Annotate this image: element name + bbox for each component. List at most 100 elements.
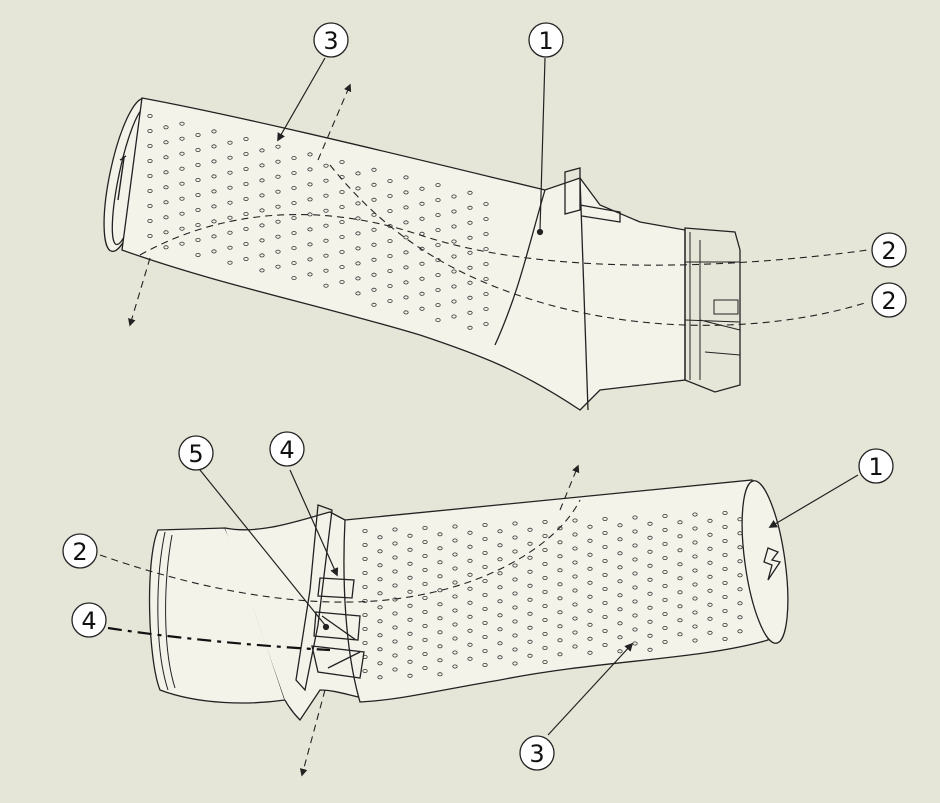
top-grip-tab	[564, 167, 621, 223]
perforation-dot	[291, 216, 297, 221]
perforation-dot	[307, 257, 313, 262]
perforation-dot	[617, 565, 623, 570]
perforation-dot	[617, 537, 623, 542]
perforation-dot	[243, 136, 249, 141]
perforation-dot	[422, 540, 428, 545]
perforation-dot	[163, 200, 169, 205]
perforation-dot	[275, 249, 281, 254]
callout-top-1: 1	[528, 22, 564, 58]
top-grip-collar	[684, 227, 741, 393]
perforation-dot	[632, 627, 638, 632]
perforation-dot	[419, 261, 425, 266]
perforation-dot	[179, 196, 185, 201]
perforation-dot	[587, 552, 593, 557]
perforation-dot	[512, 535, 518, 540]
perforation-dot	[437, 560, 443, 565]
perforation-dot	[243, 256, 249, 261]
perforation-dot	[707, 546, 713, 551]
perforation-dot	[617, 523, 623, 528]
perforation-dot	[692, 638, 698, 643]
perforation-dot	[467, 235, 473, 240]
perforation-dot	[403, 175, 409, 180]
perforation-dot	[339, 220, 345, 225]
perforation-dot	[483, 307, 489, 312]
perforation-dot	[467, 295, 473, 300]
top-grip	[103, 97, 741, 411]
perforation-dot	[737, 573, 743, 578]
perforation-dot	[467, 325, 473, 330]
perforation-dot	[419, 291, 425, 296]
perforation-dot	[362, 669, 368, 674]
perforation-dot	[392, 541, 398, 546]
perforation-dot	[323, 178, 329, 183]
perforation-dot	[632, 613, 638, 618]
perforation-dot	[632, 585, 638, 590]
perforation-dot	[527, 569, 533, 574]
perforation-dot	[451, 209, 457, 214]
perforation-dot	[602, 531, 608, 536]
perforation-dot	[572, 560, 578, 565]
perforation-dot	[323, 283, 329, 288]
perforation-dot	[707, 602, 713, 607]
perforation-dot	[527, 611, 533, 616]
perforation-dot	[371, 302, 377, 307]
perforation-dot	[451, 254, 457, 259]
perforation-dot	[195, 147, 201, 152]
perforation-dot	[512, 563, 518, 568]
perforation-dot	[275, 144, 281, 149]
perforation-dot	[617, 579, 623, 584]
perforation-dot	[195, 237, 201, 242]
perforation-dot	[355, 216, 361, 221]
callout-bottom-4b: 4	[269, 431, 305, 467]
perforation-dot	[467, 656, 473, 661]
perforation-dot	[371, 242, 377, 247]
perforation-dot	[467, 614, 473, 619]
perforation-dot	[483, 322, 489, 327]
perforation-dot	[527, 555, 533, 560]
perforation-dot	[339, 205, 345, 210]
perforation-dot	[602, 601, 608, 606]
perforation-dot	[377, 633, 383, 638]
perforation-dot	[602, 545, 608, 550]
callout-bottom-2: 2	[62, 533, 98, 569]
perforation-dot	[482, 537, 488, 542]
perforation-dot	[259, 178, 265, 183]
callout-top-2b: 2	[871, 282, 907, 318]
perforation-dot	[437, 546, 443, 551]
perforation-dot	[542, 604, 548, 609]
perforation-dot	[377, 647, 383, 652]
perforation-dot	[467, 558, 473, 563]
perforation-dot	[422, 568, 428, 573]
perforation-dot	[323, 268, 329, 273]
perforation-dot	[451, 194, 457, 199]
perforation-dot	[275, 189, 281, 194]
perforation-dot	[259, 148, 265, 153]
bottom-grip-dot-pattern	[362, 510, 743, 680]
perforation-dot	[291, 261, 297, 266]
perforation-dot	[557, 638, 563, 643]
perforation-dot	[392, 611, 398, 616]
perforation-dot	[512, 661, 518, 666]
perforation-dot	[291, 171, 297, 176]
perforation-dot	[355, 171, 361, 176]
perforation-dot	[482, 565, 488, 570]
perforation-dot	[227, 155, 233, 160]
perforation-dot	[355, 291, 361, 296]
perforation-dot	[677, 520, 683, 525]
perforation-dot	[243, 241, 249, 246]
perforation-dot	[243, 166, 249, 171]
top-grip-flange	[579, 177, 589, 411]
perforation-dot	[572, 644, 578, 649]
perforation-dot	[587, 594, 593, 599]
perforation-dot	[435, 198, 441, 203]
perforation-dot	[557, 554, 563, 559]
perforation-dot	[512, 647, 518, 652]
perforation-dot	[362, 627, 368, 632]
perforation-dot	[602, 643, 608, 648]
perforation-dot	[632, 515, 638, 520]
perforation-dot	[451, 239, 457, 244]
perforation-dot	[647, 577, 653, 582]
perforation-dot	[355, 276, 361, 281]
perforation-dot	[392, 639, 398, 644]
perforation-dot	[387, 299, 393, 304]
